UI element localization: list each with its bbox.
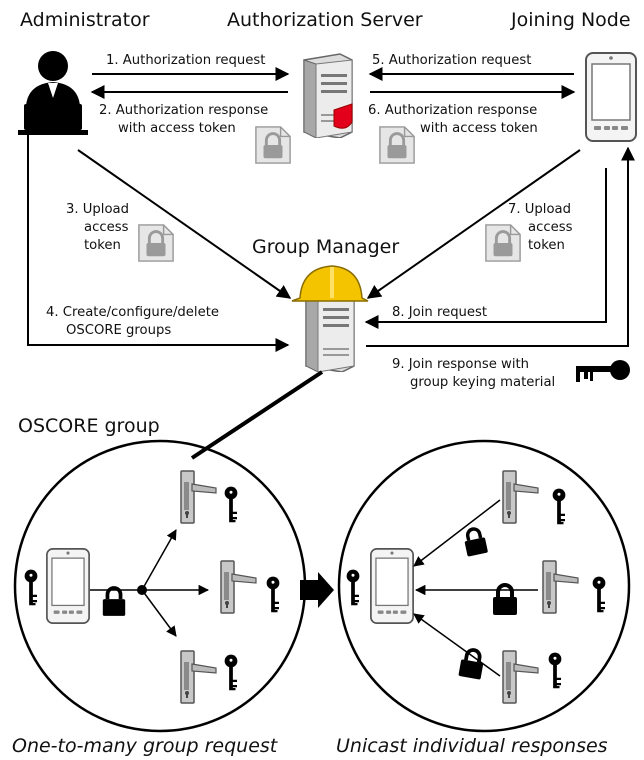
step-4-label-line2: OSCORE groups [66, 323, 171, 338]
response-arrow-top [413, 499, 501, 567]
step-6-label-line1: 6. Authorization response [368, 103, 537, 118]
joining-node-label: Joining Node [510, 9, 631, 31]
requester-device-icon [370, 548, 414, 624]
responder-door-icon-1 [502, 470, 539, 524]
arrow-step-7 [366, 149, 581, 299]
administrator-label: Administrator [20, 9, 150, 31]
access-token-icon-step-6 [378, 125, 416, 165]
arrow-step-9 [366, 146, 635, 347]
requester-key-icon [346, 569, 360, 606]
step-3-label-line1: 3. Upload [66, 202, 129, 217]
transition-arrow-icon [300, 572, 334, 608]
group-manager-label: Group Manager [252, 236, 399, 258]
step-2-label-line1: 2. Authorization response [99, 103, 268, 118]
multicast-arrow-top [141, 529, 177, 591]
step-4-label-line1: 4. Create/configure/delete [46, 305, 219, 320]
step-7-label-line1: 7. Upload [508, 202, 571, 217]
step-1-label: 1. Authorization request [106, 53, 265, 68]
step-5-label: 5. Authorization request [372, 53, 531, 68]
step-7-label-line3: token [528, 238, 565, 253]
authorization-server-label: Authorization Server [227, 9, 423, 31]
step-6-label-line2: with access token [420, 121, 538, 136]
multicast-arrow-bottom [141, 589, 177, 637]
group-request-lock-icon [100, 585, 128, 618]
step-3-label-line2: access [84, 220, 129, 235]
oscore-group-title: OSCORE group [18, 415, 160, 437]
sender-key-icon [24, 569, 38, 606]
recipient-key-icon-3 [224, 654, 238, 691]
access-token-icon-step-3 [137, 223, 175, 263]
joining-node-device-icon [585, 52, 637, 142]
responder-door-icon-3 [502, 650, 539, 704]
arrow-step-4 [27, 110, 290, 352]
group-request-caption: One-to-many group request [12, 735, 279, 757]
arrow-step-8 [364, 168, 607, 329]
recipient-door-icon-1 [180, 470, 217, 524]
group-key-icon [576, 360, 630, 382]
shield-icon [333, 103, 353, 129]
recipient-key-icon-2 [266, 576, 280, 613]
response-lock-icon-1 [460, 524, 491, 559]
step-9-label-line1: 9. Join response with [392, 357, 529, 372]
step-3-label-line3: token [84, 238, 121, 253]
arrow-step-3 [77, 149, 292, 299]
responder-key-icon-3 [548, 652, 562, 689]
group-manager-connector [190, 370, 324, 460]
step-8-label: 8. Join request [392, 305, 487, 320]
sender-device-icon [46, 548, 90, 624]
group-responses-circle [337, 439, 631, 733]
step-9-label-line2: group keying material [410, 375, 555, 390]
recipient-door-icon-3 [180, 650, 217, 704]
responder-key-icon-1 [552, 488, 566, 525]
recipient-door-icon-2 [220, 560, 257, 614]
responder-key-icon-2 [592, 576, 606, 613]
access-token-icon-step-2 [254, 125, 292, 165]
recipient-key-icon-1 [224, 486, 238, 523]
individual-responses-caption: Unicast individual responses [336, 735, 608, 757]
response-arrow-bottom [413, 613, 501, 677]
responder-door-icon-2 [542, 560, 579, 614]
response-lock-icon-3 [456, 646, 488, 682]
step-2-label-line2: with access token [118, 121, 236, 136]
access-token-icon-step-7 [484, 223, 522, 263]
hard-hat-ridge [330, 267, 334, 298]
step-7-label-line2: access [528, 220, 573, 235]
